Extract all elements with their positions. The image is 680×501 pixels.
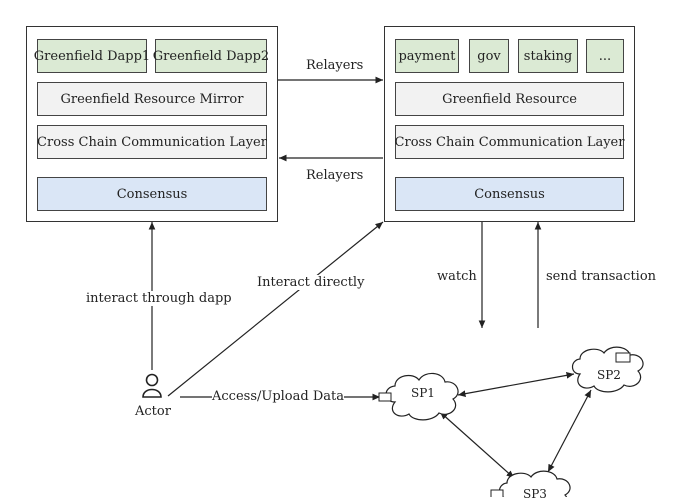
payment-box: payment xyxy=(395,39,459,73)
sp1-label: SP1 xyxy=(411,386,435,400)
staking-box: staking xyxy=(518,39,578,73)
sp1-cloud xyxy=(378,372,459,421)
right-consensus-box: Consensus xyxy=(395,177,624,211)
sp2-sp3-link xyxy=(547,389,592,473)
more-modules-box: ... xyxy=(586,39,624,73)
sp3-label: SP3 xyxy=(523,487,547,501)
actor-icon xyxy=(142,373,162,398)
gov-box: gov xyxy=(469,39,509,73)
left-chain-panel: Greenfield Dapp1 Greenfield Dapp2 Greenf… xyxy=(26,26,278,222)
dapp2-box: Greenfield Dapp2 xyxy=(153,39,269,73)
right-ccl-box: Cross Chain Communication Layer xyxy=(395,125,624,159)
sp3-cloud xyxy=(490,470,571,497)
interact-direct-arrow xyxy=(167,221,384,397)
actor-label: Actor xyxy=(135,404,171,419)
right-chain-panel: payment gov staking ... Greenfield Resou… xyxy=(384,26,635,222)
sp1-sp2-link xyxy=(457,372,575,397)
access-label: Access/Upload Data xyxy=(212,389,344,404)
left-ccl-box: Cross Chain Communication Layer xyxy=(37,125,267,159)
watch-label: watch xyxy=(437,269,477,284)
resource-mirror-box: Greenfield Resource Mirror xyxy=(37,82,267,116)
sp2-cloud xyxy=(571,346,644,393)
send-tx-label: send transaction xyxy=(546,269,657,284)
greenfield-resource-box: Greenfield Resource xyxy=(395,82,624,116)
relayers-bottom-label: Relayers xyxy=(306,168,364,183)
sp1-sp3-link xyxy=(439,411,515,479)
interact-direct-label: Interact directly xyxy=(257,275,365,290)
interact-dapp-label: interact through dapp xyxy=(86,291,232,306)
dapp1-box: Greenfield Dapp1 xyxy=(34,39,150,73)
sp2-label: SP2 xyxy=(597,368,621,382)
left-consensus-box: Consensus xyxy=(37,177,267,211)
relayers-top-label: Relayers xyxy=(306,58,364,73)
